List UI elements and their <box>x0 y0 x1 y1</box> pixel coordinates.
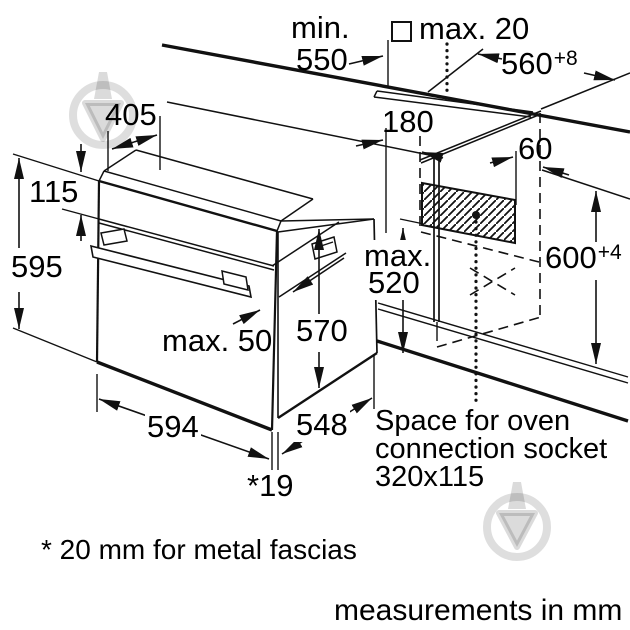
socket-center-dot <box>472 211 480 219</box>
dim-548-label: 548 <box>294 407 350 442</box>
socket-note-line3: 320x115 <box>375 461 485 493</box>
dim-600-label: 600+4 <box>543 240 624 275</box>
oven-handle <box>89 244 253 299</box>
dim-405-label: 405 <box>105 97 157 132</box>
socket-note-line2: connection socket <box>375 433 608 465</box>
fascia-note: * 20 mm for metal fascias <box>41 534 357 565</box>
extension-lines <box>12 40 517 470</box>
dim-595-label: 595 <box>9 249 65 284</box>
dim-560-value: 560 <box>501 46 553 81</box>
dim-115-label: 115 <box>29 174 79 209</box>
dim-60-label: 60 <box>518 131 553 166</box>
niche-dashed-lines <box>419 113 542 348</box>
units-note: measurements in mm <box>334 594 623 627</box>
cabinet-lines <box>376 128 629 423</box>
dim-594-label: 594 <box>145 409 201 444</box>
vent-slot <box>311 236 338 260</box>
dim-550-label: 550 <box>296 42 348 77</box>
dim-560-tolerance: +8 <box>553 47 578 70</box>
watermark-icon <box>483 482 551 561</box>
centerline-dotted <box>445 42 478 406</box>
dim-180-label: 180 <box>382 104 434 139</box>
socket-space-hatch <box>421 181 516 245</box>
dim-560-label: 560+8 <box>501 46 578 81</box>
dimension-lines <box>14 53 616 460</box>
worktop-lines <box>161 43 630 200</box>
dim-600-tolerance: +4 <box>597 241 622 264</box>
socket-note-line1: Space for oven <box>375 405 571 437</box>
oven-drawing <box>89 149 378 432</box>
dim-570-label: 570 <box>294 313 350 348</box>
dim-600-value: 600 <box>545 240 597 275</box>
dim-19-label: *19 <box>247 468 294 503</box>
socket-note: Space for oven connection socket 320x115 <box>375 405 608 493</box>
dim-520-label: 520 <box>366 265 422 300</box>
dim-max20-label: max. 20 <box>419 11 530 46</box>
dim-min-label: min. <box>291 10 350 45</box>
watermark-icon <box>69 72 137 149</box>
square-symbol-icon <box>391 21 412 42</box>
dim-max50-label: max. 50 <box>162 323 273 358</box>
